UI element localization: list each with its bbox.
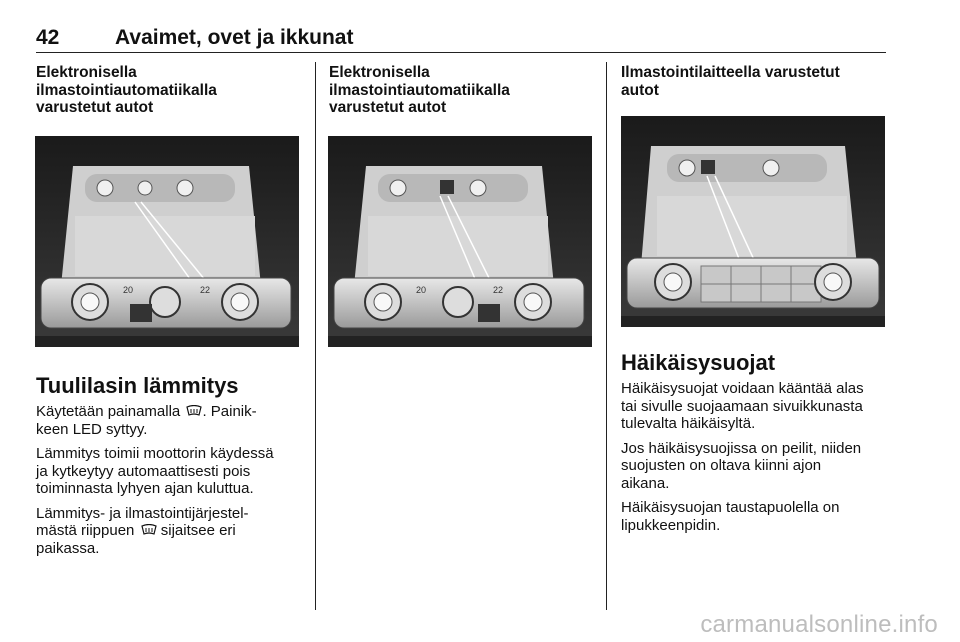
panel-temp-left: 20 [123, 285, 133, 295]
subheading: Elektronisella ilmastointiautomatiikalla… [36, 64, 217, 116]
column-2: Elektronisella ilmastointiautomatiikalla… [329, 64, 597, 117]
p3-text-before: Lämmitys- ja ilmastointijärjestel- mästä… [36, 504, 249, 540]
ac-panel-image [621, 116, 885, 327]
column-3-body: Häikäisysuojat Häikäisysuojat voidaan kä… [621, 350, 889, 534]
column-1: Elektronisella ilmastointiautomatiikalla… [36, 64, 304, 117]
panel-temp-right: 22 [200, 285, 210, 295]
paragraph-2: Jos häikäisysuojissa on peilit, niiden s… [621, 439, 862, 492]
column-1-body: Tuulilasin lämmitys Käytetään painamalla… [36, 373, 304, 557]
paragraph-3: Häikäisysuojan taustapuolella on lipukke… [621, 499, 840, 534]
rear-window-heating-icon [186, 405, 203, 416]
paragraph-1: Häikäisysuojat voidaan kääntää alas tai … [621, 380, 864, 432]
rear-window-heating-icon [140, 524, 157, 535]
subheading: Elektronisella ilmastointiautomatiikalla… [329, 64, 510, 116]
section-title-windshield: Tuulilasin lämmitys [36, 373, 239, 398]
column-3: Ilmastointilaitteella varustetut autot [621, 64, 889, 99]
climate-panel-image: 20 22 [35, 136, 299, 347]
chapter-title: Avaimet, ovet ja ikkunat [115, 26, 354, 49]
p3-text-after: sijaitsee eri paikassa. [36, 522, 236, 557]
panel-temp-left: 20 [416, 285, 426, 295]
p1-text-after: . Painik- keen LED syttyy. [36, 403, 257, 438]
p1-text-before: Käytetään painamalla [36, 403, 185, 420]
footer-watermark: carmanualsonline.info [700, 611, 938, 638]
panel-temp-right: 22 [493, 285, 503, 295]
paragraph-3: Lämmitys- ja ilmastointijärjestel- mästä… [36, 505, 304, 558]
page-number: 42 [36, 26, 60, 49]
column-divider-2 [606, 62, 607, 610]
subheading: Ilmastointilaitteella varustetut autot [621, 64, 840, 99]
climate-panel-image: 20 22 [328, 136, 592, 347]
section-title-sun-visors: Häikäisysuojat [621, 350, 776, 375]
column-divider-1 [315, 62, 316, 610]
header-rule [36, 52, 886, 53]
paragraph-1: Käytetään painamalla . Painik- keen LED … [36, 403, 304, 438]
paragraph-2: Lämmitys toimii moottorin käydessä ja ky… [36, 445, 274, 497]
